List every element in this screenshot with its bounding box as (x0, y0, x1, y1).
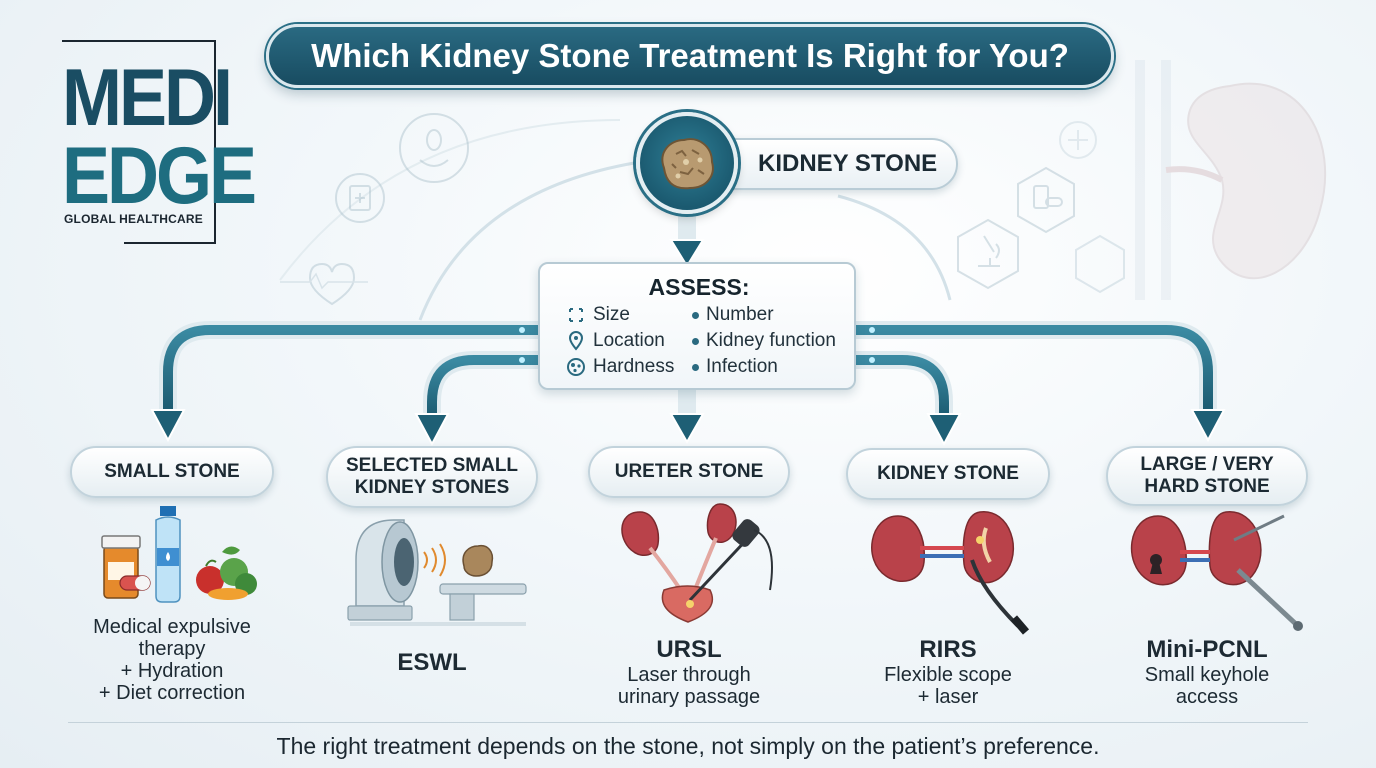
footer-divider (68, 722, 1308, 723)
assess-item-infection: Infection (692, 356, 778, 378)
medicine-bottle-icon (101, 535, 151, 599)
root-label: KIDNEY STONE (758, 150, 938, 177)
arrow-rirs (851, 355, 949, 423)
assess-title: ASSESS: (648, 274, 750, 300)
logo-line-1: MEDI (62, 53, 233, 144)
bullet-icon (692, 311, 699, 319)
page-title: Which Kidney Stone Treatment Is Right fo… (311, 37, 1069, 74)
vegetables-icon (196, 546, 257, 600)
heartbeat-icon (280, 262, 368, 306)
water-bottle-icon (155, 506, 181, 603)
bullet-icon (692, 337, 699, 345)
root-node: KIDNEY STONE (700, 138, 958, 190)
keyhole-surgery-icon (1130, 511, 1303, 631)
arrow-eswl (427, 355, 545, 423)
lithotripsy-machine-icon (347, 519, 527, 626)
ursl-treatment: URSL Laser through urinary passage (617, 636, 761, 708)
arrow-mini-pcnl (851, 325, 1213, 417)
logo-frame (62, 40, 216, 244)
ruler-icon (566, 305, 586, 325)
plus-circle-icon (1059, 121, 1097, 159)
background-kidney-icon (1135, 60, 1327, 300)
eswl-treatment: ESWL (397, 649, 467, 676)
assess-item-location: Location (566, 330, 665, 352)
category-kidney-stone: KIDNEY STONE (846, 448, 1050, 500)
arrow-small-stone (163, 325, 545, 417)
assess-box: ASSESS: Size Location Hardness Number Ki… (538, 262, 856, 390)
assess-item-hardness: Hardness (566, 356, 674, 378)
location-pin-icon (566, 331, 586, 351)
microscope-hex-icon (957, 218, 1019, 290)
logo-tagline: GLOBAL HEALTHCARE (64, 212, 203, 226)
category-large-very-hard-stone: LARGE / VERY HARD STONE (1106, 446, 1308, 506)
footer-note: The right treatment depends on the stone… (276, 733, 1100, 759)
small-stone-treatment: Medical expulsive therapy + Hydration + … (93, 616, 251, 704)
title-banner: Which Kidney Stone Treatment Is Right fo… (266, 24, 1114, 88)
root-stone-badge (636, 112, 738, 214)
bullet-icon (692, 363, 699, 371)
logo-line-2: EDGE (62, 131, 257, 222)
category-ureter-stone: URETER STONE (588, 446, 790, 498)
medicine-hex-icon (1017, 166, 1075, 234)
category-selected-small-kidney-stones: SELECTED SMALL KIDNEY STONES (326, 446, 538, 508)
kidney-stone-icon (661, 138, 714, 190)
hands-kidney-icon (399, 113, 469, 183)
assess-item-number: Number (692, 304, 774, 326)
hardness-icon (566, 357, 586, 377)
assess-item-size: Size (566, 304, 630, 326)
clipboard-icon (335, 173, 385, 223)
ureteroscope-icon (621, 503, 773, 623)
pills-hex-icon (1075, 234, 1125, 294)
mini-pcnl-treatment: Mini-PCNL Small keyhole access (1144, 636, 1270, 708)
assess-item-kidney-function: Kidney function (692, 330, 836, 352)
rirs-treatment: RIRS Flexible scope + laser (884, 636, 1012, 708)
category-small-stone: SMALL STONE (70, 446, 274, 498)
flexible-scope-icon (871, 511, 1030, 635)
